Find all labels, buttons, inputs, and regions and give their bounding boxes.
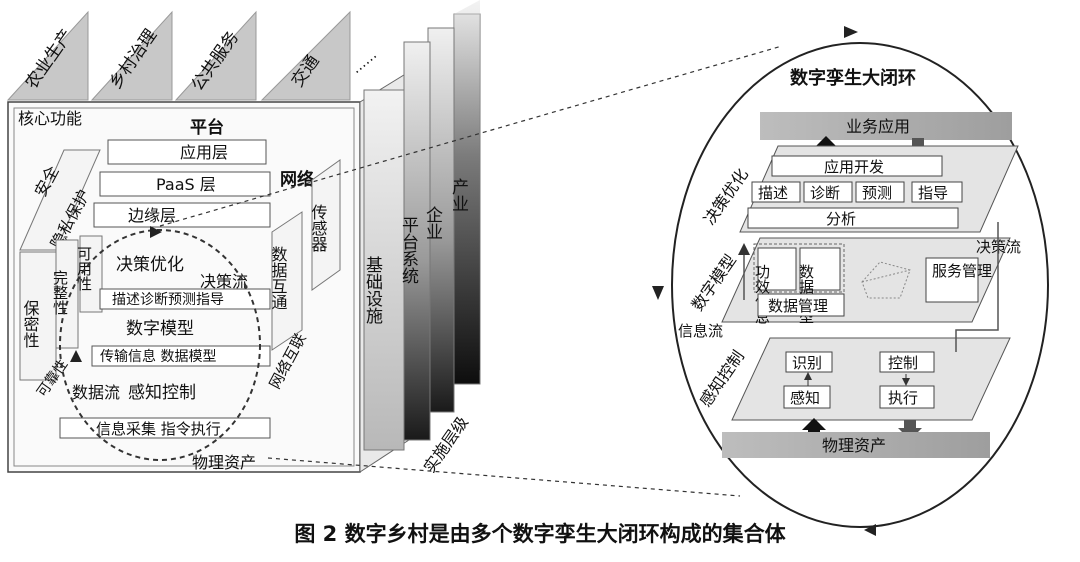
edge-layer-label: 边缘层 [128,206,176,225]
network-graph-icon [861,261,911,299]
bar-platform [403,41,431,441]
left-info-strip: 传输信息 数据模型 [100,348,216,365]
describe-label: 描述 [758,184,788,202]
right-loop: 数字孪生大闭环 业务应用 应用开发 描述 诊断 预测 指导 分析 决策优化 功效… [652,26,1049,536]
app-layer-box [107,139,267,165]
analysis-label: 分析 [826,210,856,228]
left-decision-opt: 决策优化 [116,255,184,275]
data-mgmt-label: 数据管理 [768,297,828,315]
control-label: 控制 [888,354,918,372]
bar-infra [363,89,405,451]
edge-layer-box [93,202,271,228]
label-infrastructure: 基础设施 [362,256,383,325]
right-physical-label: 物理资产 [822,436,886,455]
sense-plane [731,337,1011,421]
diagnose-label: 诊断 [810,184,840,202]
sensor-label: 传感器 [309,204,328,252]
data-interop-label: 数据互通 [269,246,288,310]
platform-label: 平台 [190,117,224,138]
implementation-bars: 产业 企业 平台系统 基础设施 实施层级 [362,0,481,476]
left-collect-strip: 信息采集 指令执行 [96,420,221,438]
guide-label: 指导 [918,184,948,202]
left-sense-control: 感知控制 [128,383,196,403]
right-info-flow: 信息流 [678,322,723,340]
execute-label: 执行 [888,389,918,407]
left-decision-flow: 决策流 [200,272,248,291]
left-desc-strip: 描述诊断预测指导 [112,292,224,308]
figure-caption: 图 2 数字乡村是由多个数字孪生大闭环构成的集合体 [294,522,786,546]
service-mgmt-label: 服务管理 [932,262,992,280]
perceive-label: 感知 [790,389,820,407]
integrity-label: 完整性 [51,270,69,315]
business-app-bar [760,112,1012,140]
recognize-label: 识别 [792,354,822,372]
network-label: 网络 [280,169,314,190]
paas-layer-label: PaaS 层 [156,175,216,194]
left-cube: 农业生产 乡村治理 公共服务 交通 …… 核心功能 平台 网络 应用层 PaaS… [6,10,413,473]
right-title: 数字孪生大闭环 [790,67,916,89]
paas-layer-box [99,171,271,197]
right-sense-control: 感知控制 [696,347,748,410]
tabs-ellipsis: …… [348,47,380,77]
label-enterprise: 企业 [422,206,443,240]
zoom-line-top [159,45,783,227]
right-decision-opt: 决策优化 [700,165,752,228]
physical-asset-bar [722,432,990,458]
app-dev-label: 应用开发 [824,158,884,176]
label-platform-system: 平台系统 [398,216,419,284]
core-function-label: 核心功能 [18,109,82,128]
label-industry: 产业 [448,178,469,212]
bar-enterprise [427,27,455,413]
left-loop-circle [59,229,261,461]
right-loop-circle [671,42,1049,528]
business-app-label: 业务应用 [846,117,910,136]
predict-label: 预测 [862,184,892,202]
top-tabs: 农业生产 乡村治理 公共服务 交通 …… [6,10,380,101]
zoom-line-bottom [267,457,741,497]
left-physical-asset: 物理资产 [192,453,256,472]
left-digital-model: 数字模型 [126,319,194,339]
confidentiality-label: 保密性 [21,300,40,348]
left-data-flow: 数据流 [72,383,120,402]
app-layer-label: 应用层 [180,143,228,162]
